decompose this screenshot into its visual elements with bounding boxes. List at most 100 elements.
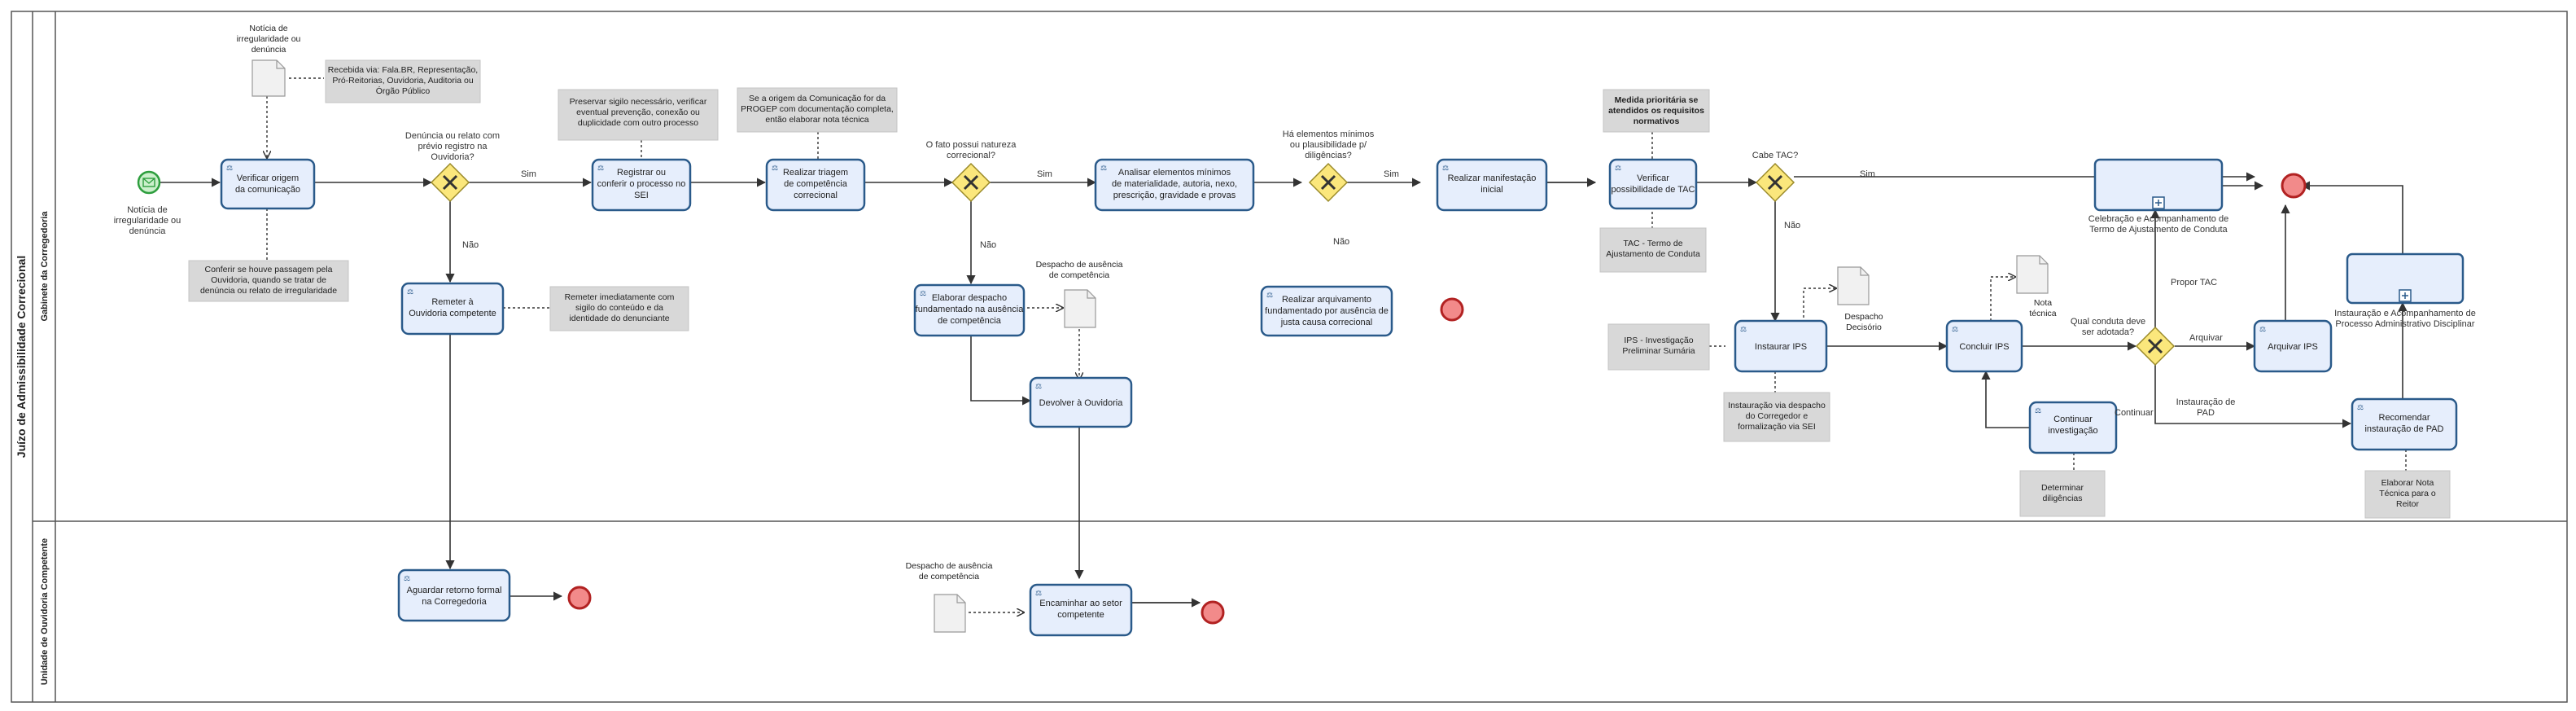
- end-event-main[interactable]: [2281, 173, 2307, 199]
- svg-text:⚖: ⚖: [597, 164, 604, 172]
- svg-text:Devolver à Ouvidoria: Devolver à Ouvidoria: [1039, 398, 1124, 408]
- svg-text:⚖: ⚖: [1442, 164, 1449, 172]
- svg-text:⚖: ⚖: [226, 164, 233, 172]
- flow-label-nao3: Não: [1333, 237, 1349, 247]
- task-devolver-ouvidoria[interactable]: ⚖ Devolver à Ouvidoria: [1029, 376, 1133, 428]
- task-arquivar-ips[interactable]: ⚖ Arquivar IPS: [2253, 319, 2333, 373]
- flow-label-sim1: Sim: [521, 169, 536, 179]
- document-despacho-ausencia-2: [934, 594, 966, 633]
- flow-label-arquivar: Arquivar: [2189, 333, 2223, 343]
- document-noticia: [251, 59, 286, 97]
- pool-frame: [11, 11, 2568, 703]
- gateway-g2[interactable]: [951, 162, 991, 203]
- svg-text:Conferir se houve passagem pel: Conferir se houve passagem pelaOuvidoria…: [200, 265, 337, 296]
- document-despacho-ausencia-1: [1064, 289, 1096, 328]
- svg-text:⚖: ⚖: [1952, 325, 1958, 333]
- svg-text:⚖: ⚖: [2259, 325, 2266, 333]
- end-event-encaminhar[interactable]: [1201, 600, 1225, 625]
- gateway-g3[interactable]: [1308, 162, 1349, 203]
- lane-title-ouvidoria: Unidade de Ouvidoria Competente: [40, 538, 50, 685]
- svg-text:Recebida via: Fala.BR, Represe: Recebida via: Fala.BR, Representação,Pró…: [328, 65, 478, 96]
- associations: [267, 77, 2407, 612]
- flow-label-continuar: Continuar: [2115, 408, 2154, 418]
- svg-text:Instaurar IPS: Instaurar IPS: [1755, 342, 1807, 352]
- svg-text:⚖: ⚖: [1100, 164, 1107, 172]
- svg-text:Se a origem da Comunicação for: Se a origem da Comunicação for daPROGEP …: [741, 94, 894, 125]
- gateway-g4[interactable]: [1755, 162, 1795, 203]
- gateway-g4-label: Cabe TAC?: [1752, 151, 1798, 160]
- svg-text:Arquivar IPS: Arquivar IPS: [2268, 342, 2318, 352]
- subprocess-pad[interactable]: [2346, 252, 2464, 305]
- svg-text:⚖: ⚖: [920, 289, 926, 297]
- end-event-arquivamento[interactable]: [1440, 297, 1464, 322]
- task-instaurar-ips[interactable]: ⚖ Instaurar IPS: [1734, 319, 1828, 373]
- svg-text:⚖: ⚖: [772, 164, 778, 172]
- subprocess-tac[interactable]: [2093, 158, 2224, 212]
- svg-text:Preservar sigilo necessário, v: Preservar sigilo necessário, verificarev…: [570, 97, 707, 128]
- svg-text:⚖: ⚖: [1740, 325, 1747, 333]
- svg-text:⚖: ⚖: [1266, 291, 1273, 299]
- svg-text:⚖: ⚖: [2357, 403, 2364, 411]
- end-event-aguardar[interactable]: [567, 586, 592, 610]
- svg-text:⚖: ⚖: [1035, 589, 1042, 597]
- task-concluir-ips[interactable]: ⚖ Concluir IPS: [1945, 319, 2023, 373]
- flow-label-sim3: Sim: [1384, 169, 1399, 179]
- gateway-g5[interactable]: [2135, 326, 2176, 366]
- svg-text:⚖: ⚖: [404, 574, 410, 582]
- gateway-g1[interactable]: [430, 162, 470, 203]
- svg-text:⚖: ⚖: [1615, 164, 1621, 172]
- svg-text:⚖: ⚖: [1035, 382, 1042, 390]
- svg-text:⚖: ⚖: [407, 287, 413, 296]
- start-event[interactable]: [137, 170, 161, 195]
- flow-label-nao2: Não: [980, 240, 996, 250]
